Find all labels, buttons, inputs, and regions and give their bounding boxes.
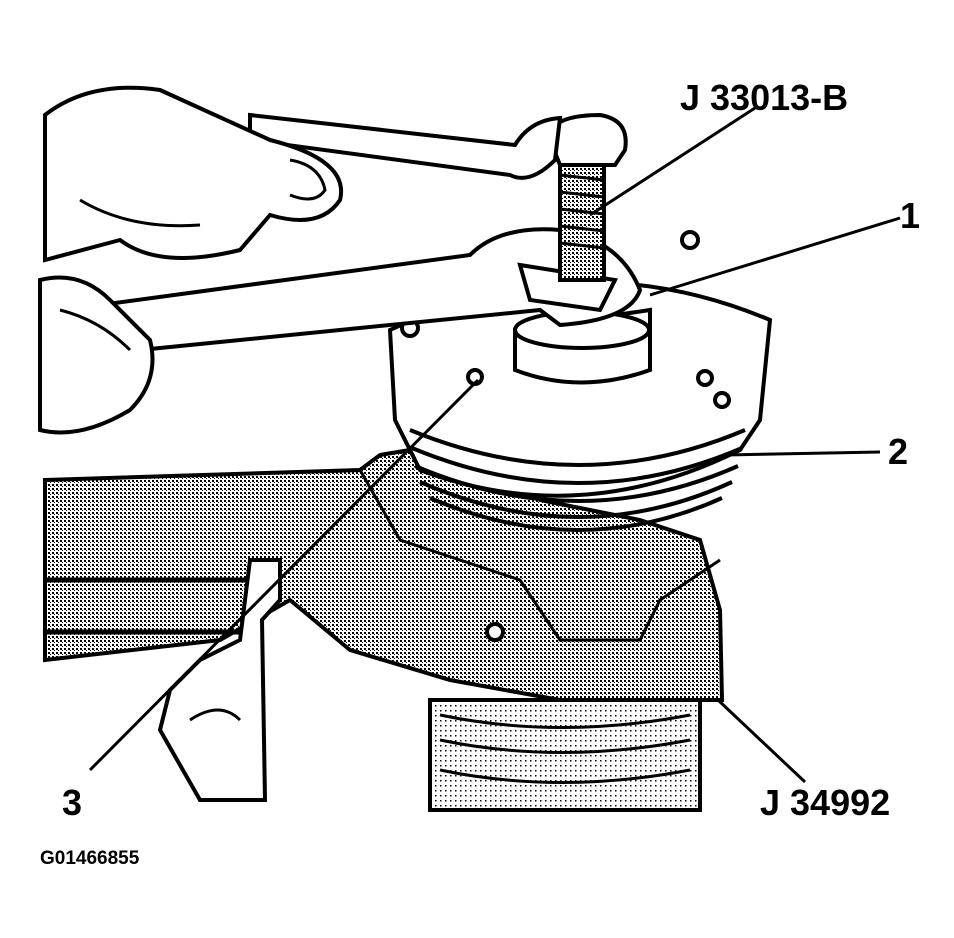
tool-label-j34992: J 34992 <box>760 782 891 823</box>
callout-2: 2 <box>888 431 909 472</box>
compressor-body <box>428 698 702 812</box>
holding-fixture <box>43 437 725 702</box>
upper-wrench <box>248 112 563 180</box>
forcing-screw <box>545 112 628 282</box>
tool-label-j33013b: J 33013-B <box>680 77 849 118</box>
figure-id: G01466855 <box>40 848 140 869</box>
left-hand <box>38 275 155 435</box>
pulley <box>387 230 773 532</box>
leader-lines <box>88 106 901 784</box>
clutch-plate-hub <box>513 307 652 385</box>
callout-3: 3 <box>62 782 83 823</box>
lower-wrench <box>96 227 643 353</box>
upper-hand <box>43 85 344 263</box>
callout-1: 1 <box>900 195 921 236</box>
lower-hand <box>157 558 282 802</box>
